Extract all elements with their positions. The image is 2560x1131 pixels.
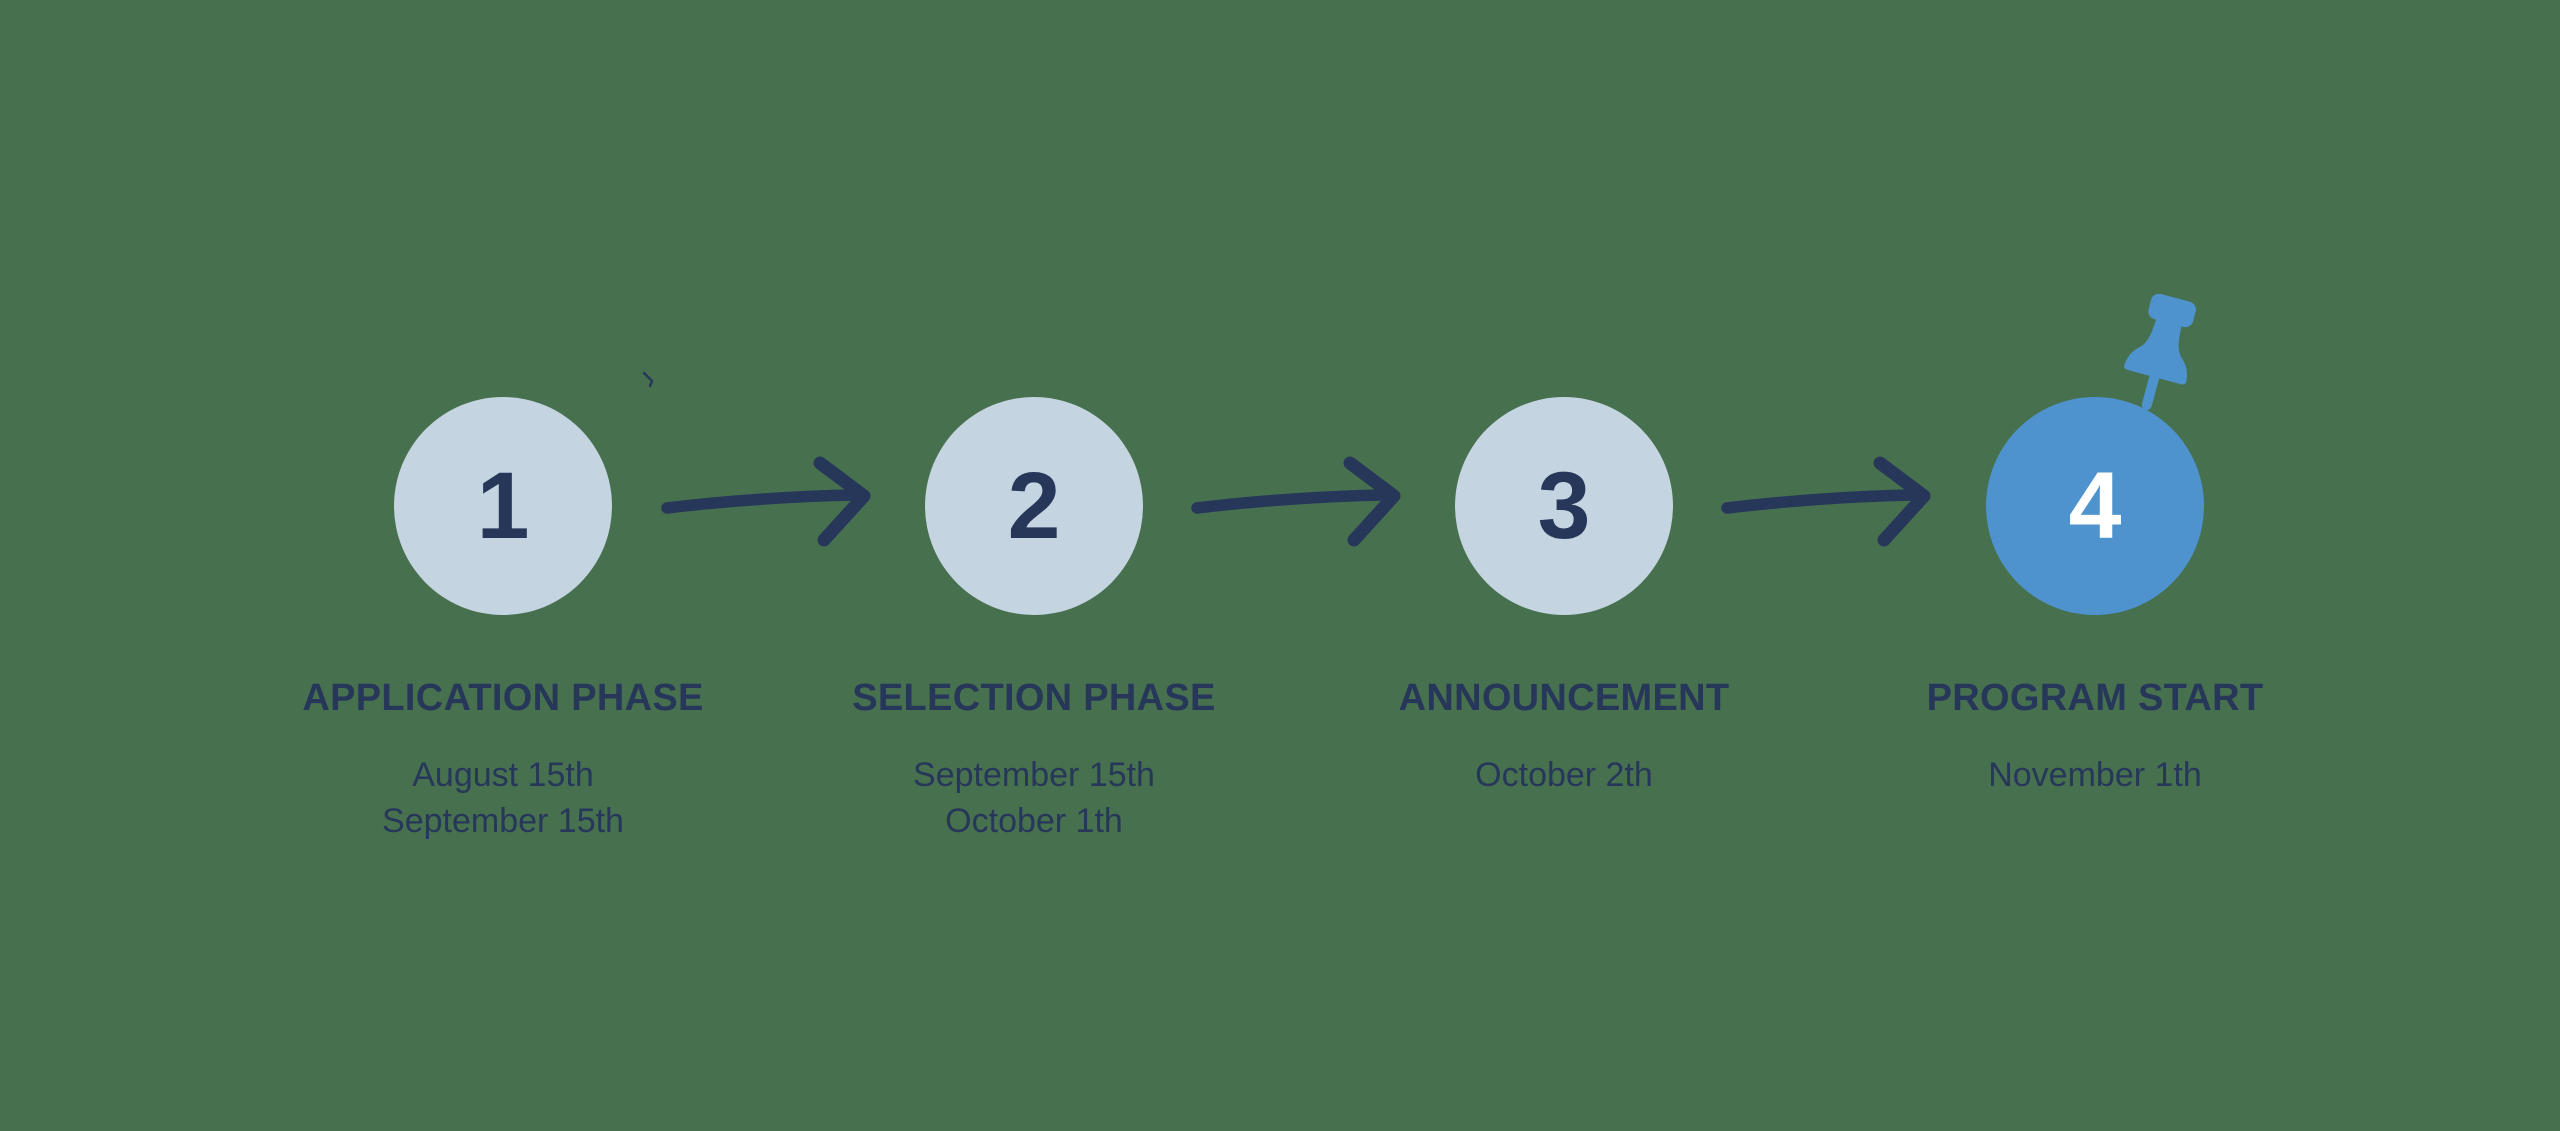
step-1-dates: August 15th September 15th [382, 752, 624, 844]
step-2-circle: 2 [925, 397, 1143, 615]
step-1-date-start: August 15th [412, 756, 594, 794]
step-4-date: November 1th [1988, 756, 2202, 794]
pushpin-flange [2124, 317, 2187, 385]
step-4-dates: November 1th [1988, 752, 2202, 798]
arrow-right-icon [661, 456, 871, 547]
step-program-start: 4 PROGRAM START November 1th [1835, 293, 2355, 798]
step-3-title: ANNOUNCEMENT [1398, 677, 1730, 719]
step-4-title: PROGRAM START [1926, 677, 2264, 719]
pushpin-icon [2124, 293, 2196, 411]
step-announcement: 3 ANNOUNCEMENT October 2th [1304, 397, 1824, 798]
step-2-number: 2 [1007, 452, 1061, 559]
stray-mark [642, 371, 654, 388]
arrow-right-icon [1191, 456, 1401, 547]
step-1-circle: 1 [394, 397, 612, 615]
step-3-date: October 2th [1475, 756, 1653, 794]
step-2-date-end: October 1th [945, 802, 1123, 840]
step-application-phase: 1 APPLICATION PHASE August 15th Septembe… [243, 397, 763, 844]
step-4-number: 4 [2068, 452, 2122, 559]
arrow-right-icon [1721, 456, 1931, 547]
step-1-date-end: September 15th [382, 802, 624, 840]
step-2-dates: September 15th October 1th [913, 752, 1155, 844]
pushpin-needle [2141, 373, 2160, 411]
pushpin-cap [2148, 293, 2196, 328]
step-3-number: 3 [1537, 452, 1591, 559]
step-3-dates: October 2th [1475, 752, 1653, 798]
step-2-date-start: September 15th [913, 756, 1155, 794]
step-1-number: 1 [476, 452, 530, 559]
step-4-circle: 4 [1986, 397, 2204, 615]
step-2-title: SELECTION PHASE [852, 677, 1216, 719]
step-3-circle: 3 [1455, 397, 1673, 615]
step-1-title: APPLICATION PHASE [302, 677, 704, 719]
step-selection-phase: 2 SELECTION PHASE September 15th October… [774, 397, 1294, 844]
